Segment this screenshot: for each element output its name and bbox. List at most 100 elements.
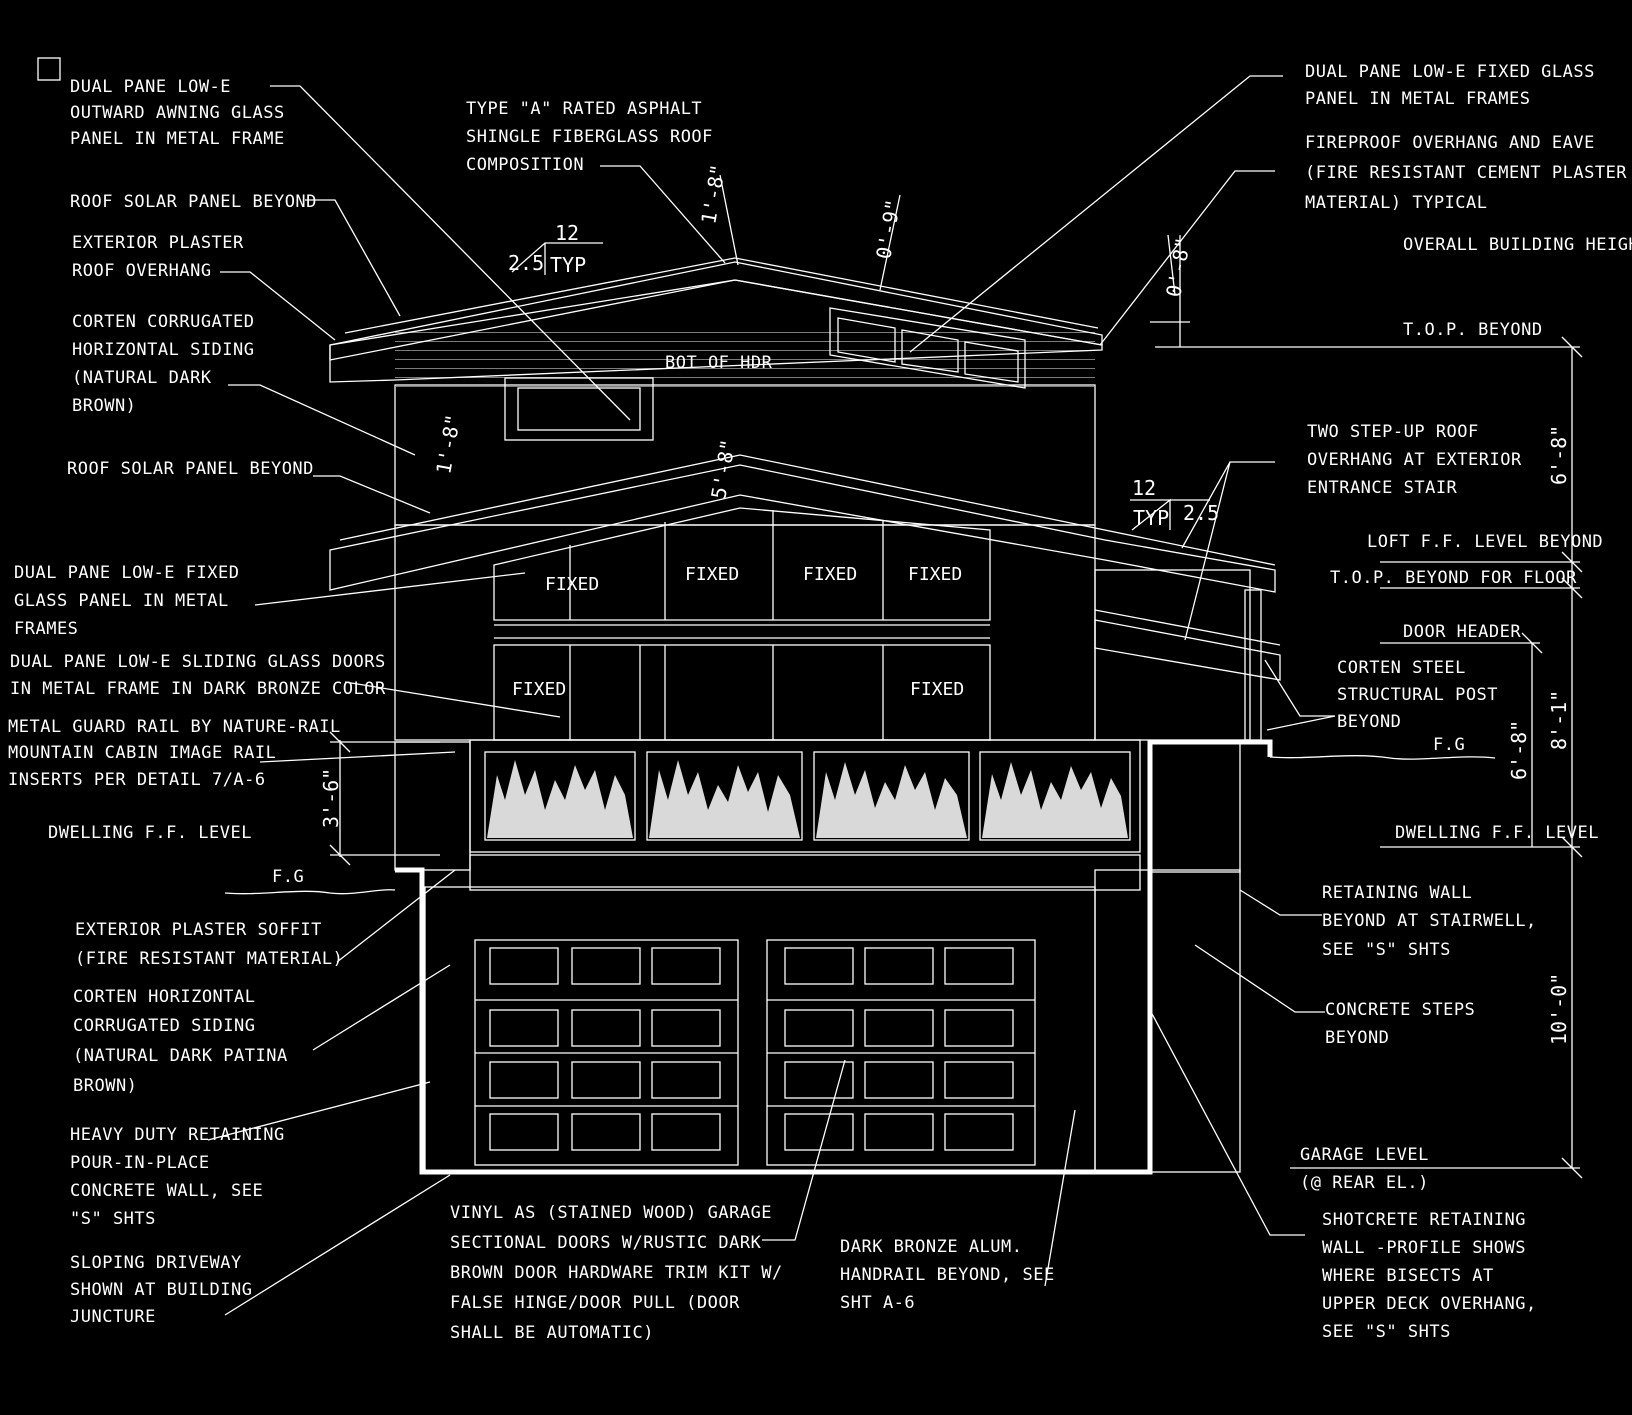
- tag-bot-hdr: BOT OF HDR: [665, 353, 773, 373]
- retaining-wall-outline: [395, 739, 1273, 1175]
- clerestory-windows: [829, 307, 1026, 389]
- dim-0-9: 0'-9": [871, 197, 905, 260]
- label-fixed-glass-left: DUAL PANE LOW-E FIXED GLASS PANEL IN MET…: [14, 563, 239, 639]
- label-awning-panel: DUAL PANE LOW-E OUTWARD AWNING GLASS PAN…: [70, 77, 285, 149]
- dimension-lines: [329, 174, 1583, 1179]
- svg-text:UPPER DECK OVERHANG,: UPPER DECK OVERHANG,: [1322, 1294, 1537, 1314]
- svg-text:BROWN): BROWN): [72, 396, 136, 416]
- label-eave: FIREPROOF OVERHANG AND EAVE (FIRE RESIST…: [1305, 133, 1627, 213]
- label-fixed-glass-right: DUAL PANE LOW-E FIXED GLASS PANEL IN MET…: [1305, 62, 1594, 109]
- svg-text:STRUCTURAL POST: STRUCTURAL POST: [1337, 685, 1498, 705]
- svg-text:COMPOSITION: COMPOSITION: [466, 155, 584, 175]
- dim-pitch-run: 12: [1132, 476, 1156, 500]
- label-corten-siding-upper: CORTEN CORRUGATED HORIZONTAL SIDING (NAT…: [72, 312, 255, 416]
- svg-text:OUTWARD AWNING GLASS: OUTWARD AWNING GLASS: [70, 103, 285, 123]
- svg-text:SLOPING DRIVEWAY: SLOPING DRIVEWAY: [70, 1253, 242, 1273]
- svg-text:EXTERIOR PLASTER: EXTERIOR PLASTER: [72, 233, 244, 253]
- dim-0-8: 0'-8": [1161, 235, 1195, 298]
- stair-siding: [1094, 869, 1241, 1173]
- svg-text:CONCRETE WALL, SEE: CONCRETE WALL, SEE: [70, 1181, 263, 1201]
- label-garage-level: GARAGE LEVEL (@ REAR EL.): [1300, 1145, 1429, 1193]
- rail-panel: [646, 751, 803, 841]
- tag-fg-right: F.G: [1433, 735, 1465, 755]
- svg-text:SHALL BE AUTOMATIC): SHALL BE AUTOMATIC): [450, 1323, 654, 1343]
- svg-text:MATERIAL) TYPICAL: MATERIAL) TYPICAL: [1305, 193, 1488, 213]
- label-retaining-stair: RETAINING WALL BEYOND AT STAIRWELL, SEE …: [1322, 883, 1536, 960]
- svg-text:(FIRE RESISTANT MATERIAL): (FIRE RESISTANT MATERIAL): [75, 949, 343, 969]
- svg-text:HANDRAIL BEYOND, SEE: HANDRAIL BEYOND, SEE: [840, 1265, 1055, 1285]
- svg-text:BEYOND: BEYOND: [1337, 712, 1401, 732]
- label-corten-post: CORTEN STEEL STRUCTURAL POST BEYOND: [1337, 658, 1498, 732]
- dim-10-0: 10'-0": [1547, 973, 1571, 1045]
- tag-fixed: FIXED: [545, 574, 599, 595]
- svg-text:(NATURAL DARK PATINA: (NATURAL DARK PATINA: [73, 1046, 288, 1066]
- svg-text:ROOF OVERHANG: ROOF OVERHANG: [72, 261, 212, 281]
- label-shotcrete: SHOTCRETE RETAINING WALL -PROFILE SHOWS …: [1322, 1210, 1537, 1342]
- svg-text:HORIZONTAL SIDING: HORIZONTAL SIDING: [72, 340, 255, 360]
- label-dwelling-ff-right: DWELLING F.F. LEVEL: [1395, 823, 1599, 843]
- svg-text:"S" SHTS: "S" SHTS: [70, 1209, 156, 1229]
- label-sliding-doors: DUAL PANE LOW-E SLIDING GLASS DOORS IN M…: [10, 652, 386, 699]
- leader-lines: [37, 57, 1336, 1316]
- upper-siding: [394, 384, 1096, 526]
- svg-text:EXTERIOR PLASTER SOFFIT: EXTERIOR PLASTER SOFFIT: [75, 920, 322, 940]
- label-loft-ff: LOFT F.F. LEVEL BEYOND: [1367, 532, 1603, 552]
- dim-typ: TYP: [1133, 506, 1169, 530]
- label-corten-siding-lower: CORTEN HORIZONTAL CORRUGATED SIDING (NAT…: [73, 987, 288, 1096]
- garage-door-right: [766, 939, 1036, 1166]
- step-up-overhang: [1094, 619, 1281, 681]
- tag-fixed: FIXED: [685, 564, 739, 585]
- svg-text:CORTEN STEEL: CORTEN STEEL: [1337, 658, 1466, 678]
- dim-pitch-rise: 2.5: [1183, 501, 1219, 525]
- svg-text:BROWN): BROWN): [73, 1076, 137, 1096]
- svg-text:SEE "S" SHTS: SEE "S" SHTS: [1322, 940, 1451, 960]
- svg-text:DARK BRONZE ALUM.: DARK BRONZE ALUM.: [840, 1237, 1023, 1257]
- window-wall: [493, 507, 991, 741]
- svg-text:FRAMES: FRAMES: [14, 619, 78, 639]
- guard-rail: [469, 739, 1141, 853]
- label-overall-height: OVERALL BUILDING HEIGHT: [1403, 235, 1632, 255]
- corten-post: [1244, 589, 1262, 741]
- svg-text:PANEL IN METAL FRAME: PANEL IN METAL FRAME: [70, 129, 285, 149]
- label-roofing: TYPE "A" RATED ASPHALT SHINGLE FIBERGLAS…: [466, 99, 712, 175]
- svg-text:OVERHANG AT EXTERIOR: OVERHANG AT EXTERIOR: [1307, 450, 1522, 470]
- svg-text:TYPE "A" RATED ASPHALT: TYPE "A" RATED ASPHALT: [466, 99, 702, 119]
- svg-text:IN METAL FRAME IN DARK BRONZE: IN METAL FRAME IN DARK BRONZE COLOR: [10, 679, 386, 699]
- dim-6-8-top: 6'-8": [1547, 425, 1571, 485]
- lower-left-siding: [394, 741, 471, 871]
- label-handrail: DARK BRONZE ALUM. HANDRAIL BEYOND, SEE S…: [840, 1237, 1055, 1313]
- label-roof-solar-2: ROOF SOLAR PANEL BEYOND: [67, 459, 314, 479]
- label-roof-solar-1: ROOF SOLAR PANEL BEYOND: [70, 192, 317, 212]
- garage-door-left: [474, 939, 739, 1166]
- svg-text:METAL GUARD RAIL BY NATURE-RAI: METAL GUARD RAIL BY NATURE-RAIL: [8, 717, 341, 737]
- dim-3-6: 3'-6": [319, 768, 343, 828]
- label-driveway: SLOPING DRIVEWAY SHOWN AT BUILDING JUNCT…: [70, 1253, 252, 1327]
- tag-fixed: FIXED: [803, 564, 857, 585]
- svg-text:VINYL AS (STAINED WOOD) GARAGE: VINYL AS (STAINED WOOD) GARAGE: [450, 1203, 772, 1223]
- tag-fg-left: F.G: [272, 867, 304, 887]
- svg-text:CORRUGATED SIDING: CORRUGATED SIDING: [73, 1016, 256, 1036]
- tag-fixed: FIXED: [512, 679, 566, 700]
- svg-text:SHOTCRETE RETAINING: SHOTCRETE RETAINING: [1322, 1210, 1526, 1230]
- awning-window: [504, 377, 654, 441]
- svg-text:SECTIONAL DOORS W/RUSTIC DARK: SECTIONAL DOORS W/RUSTIC DARK: [450, 1233, 762, 1253]
- dim-1-8-top: 1'-8": [696, 162, 730, 225]
- dim-typ: TYP: [550, 253, 586, 277]
- svg-text:GARAGE LEVEL: GARAGE LEVEL: [1300, 1145, 1429, 1165]
- label-concrete-steps: CONCRETE STEPS BEYOND: [1325, 1000, 1475, 1048]
- mid-roof: [329, 464, 1276, 593]
- dim-8-1: 8'-1": [1547, 690, 1571, 750]
- dim-1-8-mid: 1'-8": [431, 412, 465, 475]
- tag-fixed: FIXED: [910, 679, 964, 700]
- rail-panel: [813, 751, 970, 841]
- label-garage-doors: VINYL AS (STAINED WOOD) GARAGE SECTIONAL…: [450, 1203, 782, 1343]
- right-annex: [1094, 569, 1251, 741]
- label-guard-rail: METAL GUARD RAIL BY NATURE-RAIL MOUNTAIN…: [8, 717, 341, 790]
- label-plaster-overhang: EXTERIOR PLASTER ROOF OVERHANG: [72, 233, 244, 281]
- svg-text:(NATURAL DARK: (NATURAL DARK: [72, 368, 212, 388]
- label-top-beyond: T.O.P. BEYOND: [1403, 320, 1543, 340]
- svg-text:SHT A-6: SHT A-6: [840, 1293, 915, 1313]
- tag-fixed: FIXED: [908, 564, 962, 585]
- dim-5-8: 5'-8": [706, 437, 740, 500]
